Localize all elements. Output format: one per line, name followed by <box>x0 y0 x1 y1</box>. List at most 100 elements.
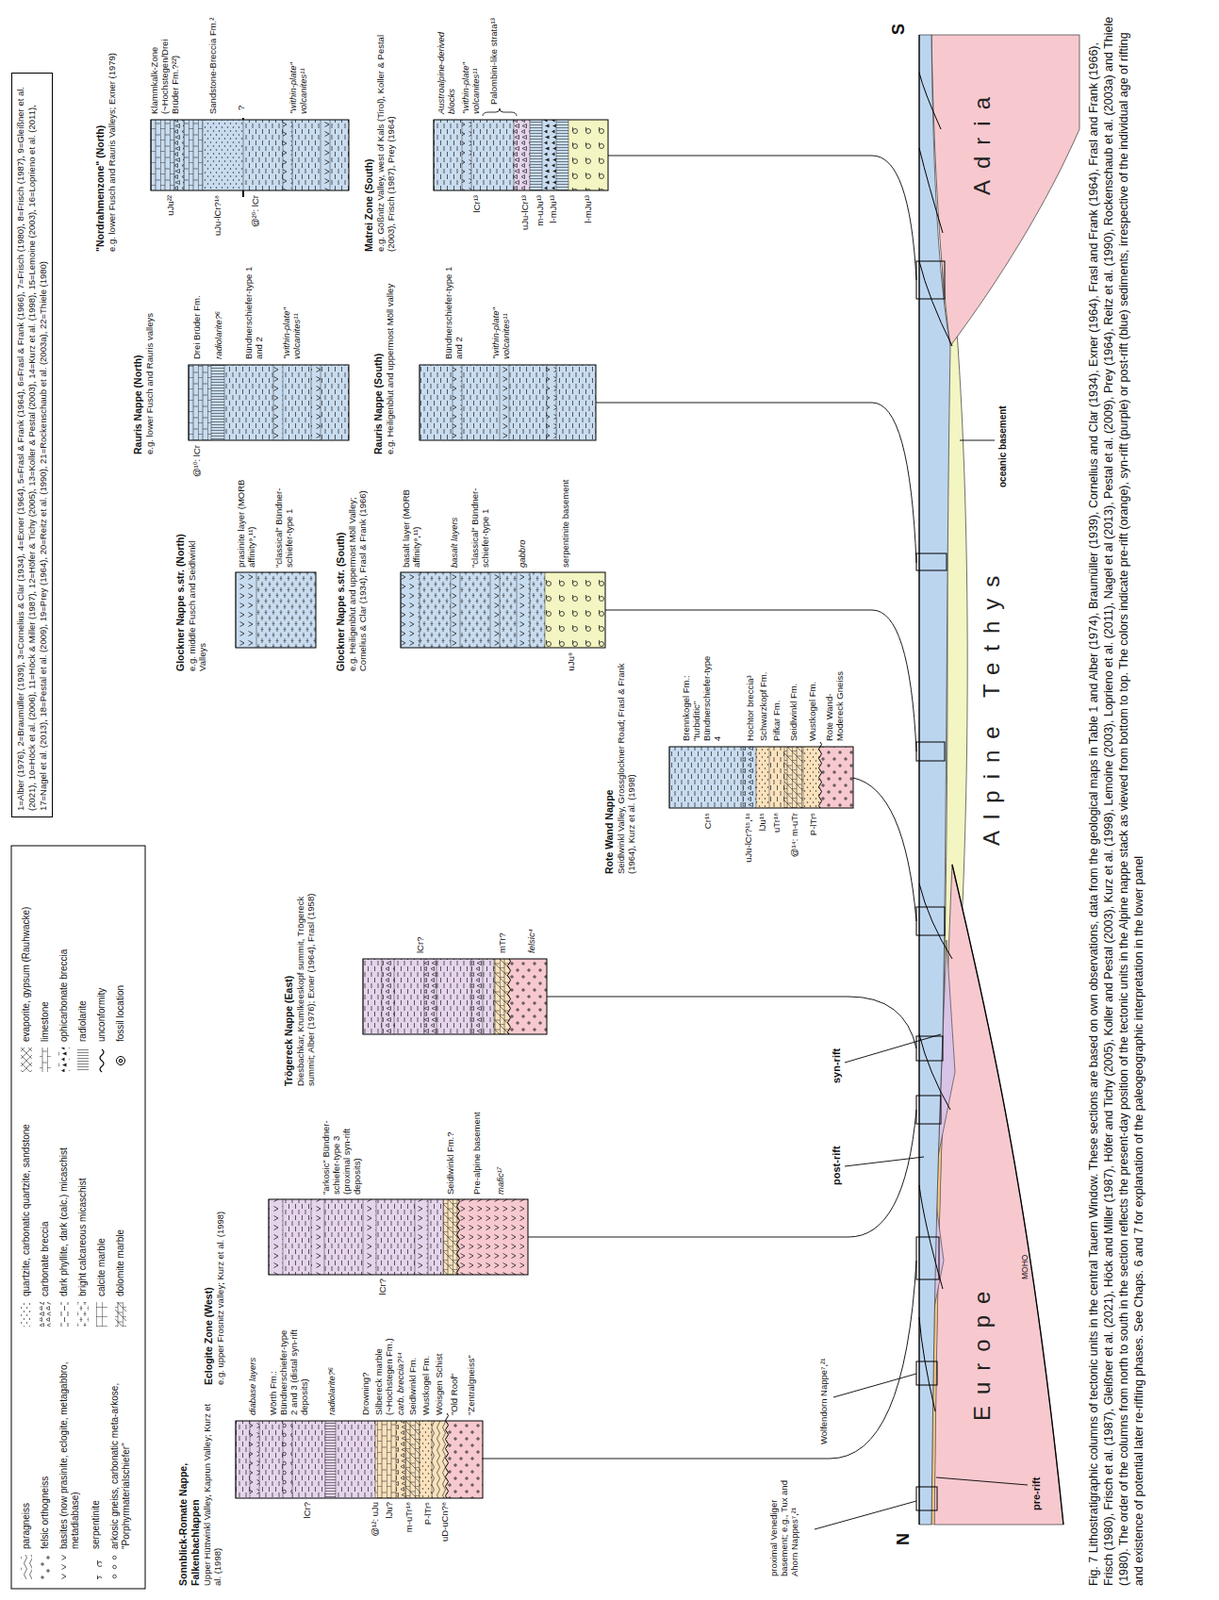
layer-pattern <box>419 572 451 648</box>
layer-pattern <box>820 746 854 808</box>
column-layer <box>282 119 293 191</box>
age-label: lCr? <box>301 1501 313 1586</box>
layer-pattern <box>150 119 175 191</box>
layer-pattern <box>282 364 312 441</box>
leader-line <box>608 155 917 281</box>
position-box <box>916 1095 941 1124</box>
layer-pattern <box>544 572 606 648</box>
formation-label: basalt layer (MORB affinity⁹,¹¹) <box>400 461 422 568</box>
reference-box: 1=Alber (1976), 2=Braumüller (1939), 3=C… <box>11 72 53 818</box>
moho-label: MOHO <box>1020 1254 1030 1280</box>
column-layer <box>259 1420 283 1499</box>
layer-pattern <box>568 119 609 191</box>
column-layer <box>458 1199 528 1275</box>
layer-boundary <box>529 572 531 648</box>
column-layer <box>183 119 203 191</box>
column-layer <box>311 1199 325 1275</box>
layer-pattern <box>211 364 225 441</box>
layer-boundary <box>324 1199 326 1275</box>
column-layer <box>362 1199 377 1275</box>
layer-pattern <box>428 1199 444 1275</box>
column-title: Sonnblick-Romate Nappe, Falkenbachlappen <box>177 1397 202 1586</box>
age-label: @¹⁴: m-uTr <box>789 812 800 895</box>
legend-sample <box>58 1554 70 1580</box>
legend-text: bright calcareous micaschist <box>77 1084 89 1297</box>
layer-pattern <box>381 958 395 1035</box>
layer-pattern <box>556 364 596 441</box>
layer-boundary <box>742 746 744 808</box>
legend-text: radiolarite <box>77 829 89 1042</box>
layer-pattern <box>803 746 821 808</box>
legend-sample <box>90 1554 102 1580</box>
unconformity-line <box>508 958 511 1035</box>
column-layer <box>174 119 184 191</box>
column-layer <box>320 364 349 441</box>
column-layer <box>282 1420 293 1499</box>
unconformity-line <box>819 741 823 808</box>
column-locality: e.g. Heiligenblut and uppermost Möll val… <box>384 265 396 455</box>
column-outline <box>362 958 547 1035</box>
formation-label: "Old Roof" <box>448 1324 460 1416</box>
column-heading: Glockner Nappe s.str. (South)e.g. Heilig… <box>334 463 368 672</box>
formation-label: "within-plate" volcanites¹¹ <box>490 264 511 360</box>
figure-caption: Fig. 7 Lithostratigraphic columns of tec… <box>1086 16 1147 1586</box>
column-heading: Rote Wand NappeSeidlwinkl Valley, Grossg… <box>603 657 637 874</box>
legend-sample <box>39 1554 51 1580</box>
column-layer <box>376 1199 415 1275</box>
column-heading: Sonnblick-Romate Nappe, Falkenbachlappen… <box>177 1397 223 1586</box>
column-layer <box>419 1420 432 1499</box>
formation-label: Seidlwinkl Fm. <box>407 1324 418 1416</box>
layer-pattern <box>414 1199 429 1275</box>
layer-pattern <box>419 364 453 441</box>
age-label: Cr¹⁵ <box>702 812 713 895</box>
column-layer <box>282 1199 312 1275</box>
formation-label: "within-plate" volcanites¹¹ <box>460 15 481 115</box>
column-layer <box>452 364 462 441</box>
formation-label: Drowning? <box>360 1324 371 1416</box>
layer-boundary <box>436 958 438 1035</box>
layer-boundary <box>329 119 331 191</box>
layer-pattern <box>436 958 472 1035</box>
layer-pattern <box>424 958 437 1035</box>
column-layer <box>202 119 244 191</box>
layer-pattern <box>756 746 770 808</box>
layer-pattern <box>784 746 804 808</box>
layer-pattern <box>499 572 517 648</box>
layer-boundary <box>243 119 245 191</box>
age-label: uTr¹⁸ <box>771 812 782 895</box>
layer-boundary <box>544 572 546 648</box>
layer-boundary <box>174 119 176 191</box>
layer-pattern <box>529 572 545 648</box>
age-label: @¹²: uJu <box>369 1501 380 1586</box>
formation-label: serpentinite basement <box>560 461 571 568</box>
layer-pattern <box>499 364 510 441</box>
column-layer <box>820 746 854 808</box>
layer-pattern <box>546 364 557 441</box>
column-layer <box>419 572 451 648</box>
column-layer <box>311 364 321 441</box>
position-box <box>916 261 945 299</box>
layer-boundary <box>256 572 258 648</box>
column-layer <box>433 119 462 191</box>
layer-pattern <box>243 119 283 191</box>
column-layer <box>150 119 175 191</box>
column-layer <box>742 746 757 808</box>
column-layer <box>509 958 547 1035</box>
layer-boundary <box>490 572 492 648</box>
legend-text: ophicarbonate breccia <box>58 829 70 1042</box>
legend-sample <box>115 1301 127 1327</box>
layer-pattern <box>292 1420 326 1499</box>
column-layer <box>509 364 547 441</box>
layer-pattern <box>282 119 293 191</box>
legend-sample <box>96 1301 108 1327</box>
formation-label: Brennkogel Fm.: "turbiditic" Bündnerschi… <box>680 654 723 742</box>
layer-pattern <box>329 119 349 191</box>
layer-boundary <box>273 364 275 441</box>
layer-pattern <box>461 119 472 191</box>
leader-line <box>595 402 917 563</box>
layer-boundary <box>424 958 426 1035</box>
column-layer <box>490 572 500 648</box>
legend-sample <box>99 1049 104 1072</box>
formation-label: lCr? <box>414 887 426 954</box>
layer-pattern <box>405 1420 420 1499</box>
